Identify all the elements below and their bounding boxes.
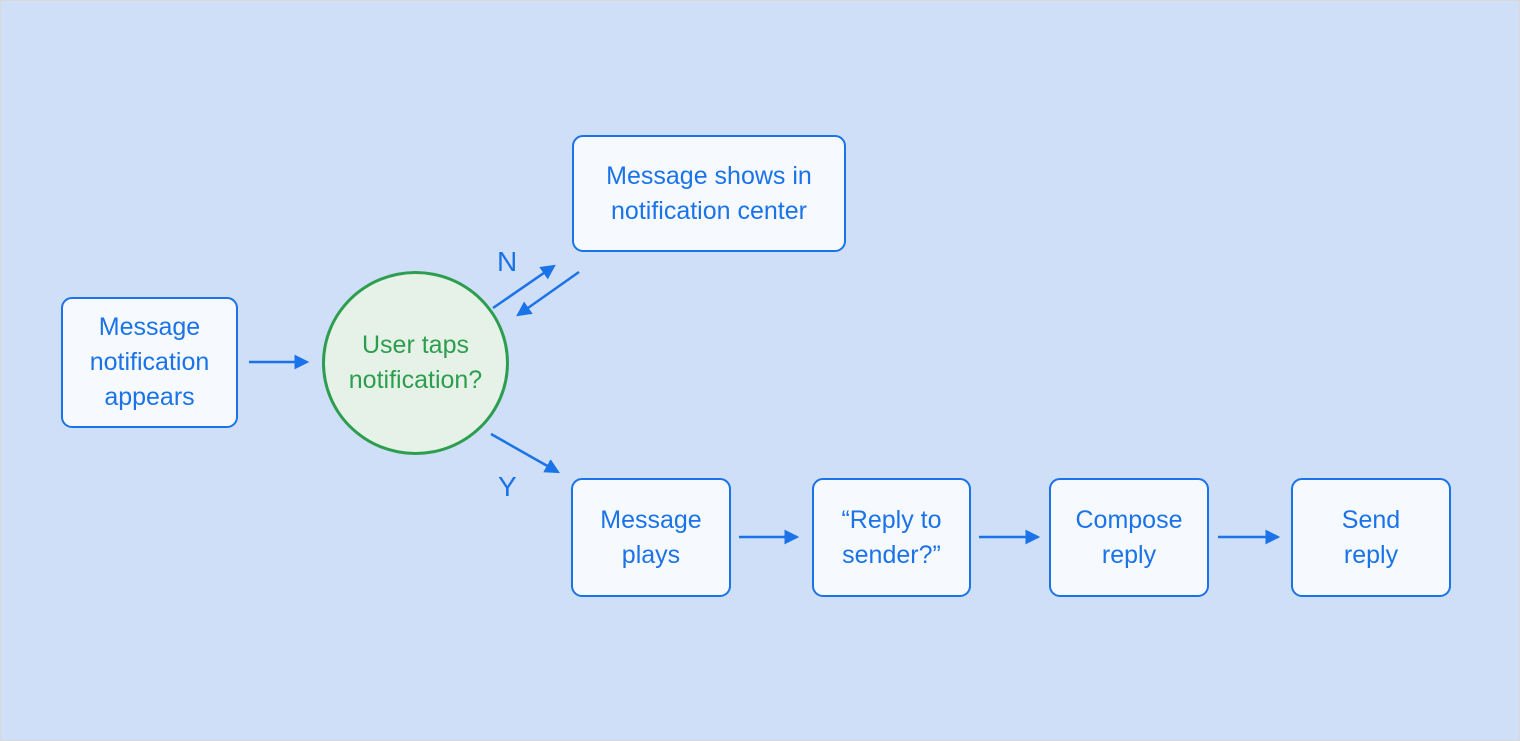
node-message-shows-in-notification-center[interactable]: Message shows in notification center [572, 135, 846, 252]
node-send-reply[interactable]: Send reply [1291, 478, 1451, 597]
edge-decision-to-message-plays [490, 432, 560, 474]
node-message-notification-appears[interactable]: Message notification appears [61, 297, 238, 428]
edge-label-no: N [497, 246, 518, 277]
node-reply-to-sender[interactable]: “Reply to sender?” [812, 478, 971, 597]
node-user-taps-notification-decision[interactable]: User taps notification? [322, 271, 509, 455]
node-compose-reply[interactable]: Compose reply [1049, 478, 1209, 597]
edge-label-yes: Y [498, 471, 517, 502]
edge-notification-center-to-decision [516, 270, 580, 317]
node-message-plays[interactable]: Message plays [571, 478, 731, 597]
